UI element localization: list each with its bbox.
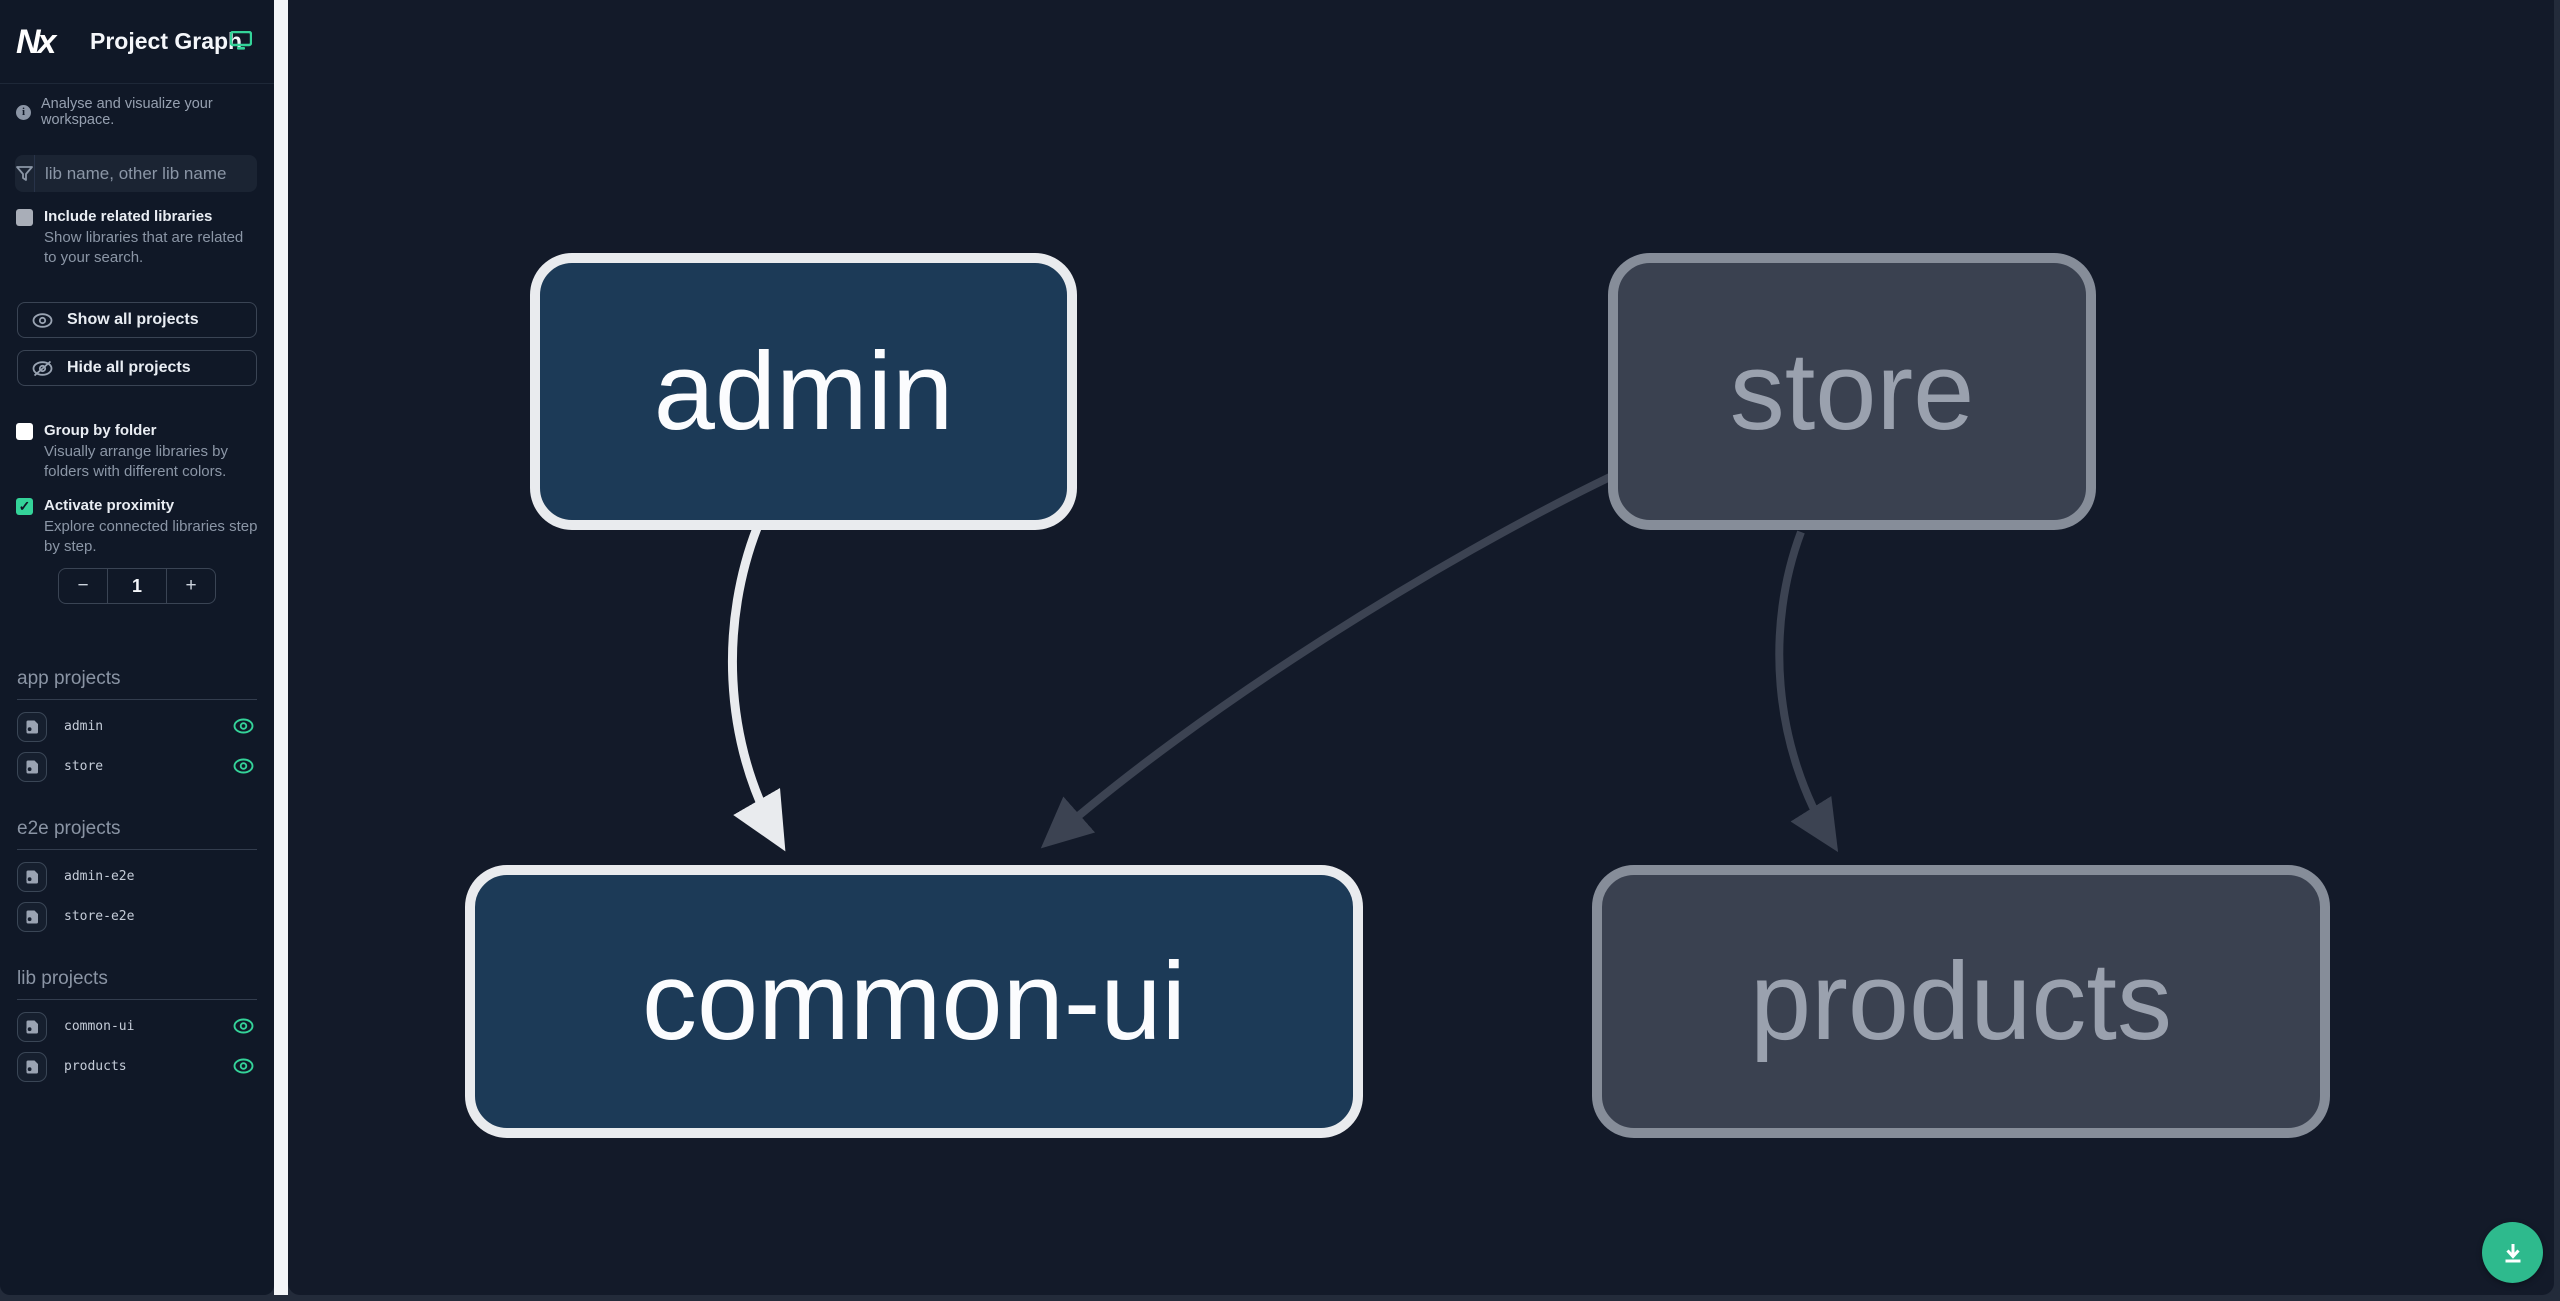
hide-all-projects-button[interactable]: Hide all projects bbox=[17, 350, 257, 386]
node-label: products bbox=[1750, 940, 2172, 1063]
download-icon bbox=[2505, 1243, 2520, 1262]
project-name: admin bbox=[64, 719, 104, 734]
sidebar-header: Nx Project Graph bbox=[0, 0, 274, 84]
option-include-related: Include related libraries Show libraries… bbox=[16, 207, 260, 267]
graph-node-common-ui[interactable]: common-ui bbox=[465, 865, 1363, 1138]
project-visible-eye-icon[interactable] bbox=[233, 1058, 254, 1079]
focus-project-icon[interactable] bbox=[17, 752, 47, 782]
project-row-products: products bbox=[17, 1052, 257, 1082]
node-label: common-ui bbox=[641, 940, 1187, 1063]
option-group-by-folder: Group by folder Visually arrange librari… bbox=[16, 421, 260, 481]
info-icon: i bbox=[16, 104, 31, 120]
project-row-common-ui: common-ui bbox=[17, 1012, 257, 1042]
project-visible-eye-icon[interactable] bbox=[233, 1018, 254, 1039]
page-title: Project Graph bbox=[90, 28, 243, 54]
project-row-admin: admin bbox=[17, 712, 257, 742]
graph-edges bbox=[728, 473, 1839, 853]
hide-all-projects-label: Hide all projects bbox=[67, 359, 191, 376]
project-name: common-ui bbox=[64, 1019, 135, 1034]
show-all-projects-label: Show all projects bbox=[67, 311, 199, 328]
activate-proximity-label: Activate proximity bbox=[44, 497, 175, 514]
project-graph-canvas[interactable]: admin store common-ui products bbox=[288, 0, 2554, 1295]
graph-node-store[interactable]: store bbox=[1608, 253, 2096, 530]
group-by-folder-desc: Visually arrange libraries by folders wi… bbox=[44, 443, 228, 480]
focus-project-icon[interactable] bbox=[17, 1012, 47, 1042]
proximity-stepper: − 1 + bbox=[58, 568, 216, 604]
eye-icon bbox=[32, 312, 53, 328]
focus-project-icon[interactable] bbox=[17, 862, 47, 892]
focus-project-icon[interactable] bbox=[17, 902, 47, 932]
graph-node-products[interactable]: products bbox=[1592, 865, 2330, 1138]
include-related-label: Include related libraries bbox=[44, 208, 213, 225]
nx-logo-icon: Nx bbox=[16, 23, 56, 61]
group-by-folder-label: Group by folder bbox=[44, 422, 157, 439]
tagline-text: Analyse and visualize your workspace. bbox=[41, 96, 213, 128]
project-name: store-e2e bbox=[64, 909, 135, 924]
project-visible-eye-icon[interactable] bbox=[233, 758, 254, 779]
edge-store-products bbox=[1775, 530, 1839, 853]
proximity-value: 1 bbox=[107, 569, 167, 603]
section-title-e2e-projects: e2e projects bbox=[17, 818, 257, 850]
activate-proximity-desc: Explore connected libraries step by step… bbox=[44, 518, 258, 555]
download-image-button[interactable] bbox=[2482, 1222, 2543, 1283]
project-row-store-e2e: store-e2e bbox=[17, 902, 257, 932]
proximity-decrement-button[interactable]: − bbox=[59, 569, 107, 603]
project-name: products bbox=[64, 1059, 127, 1074]
include-related-desc: Show libraries that are related to your … bbox=[44, 229, 244, 266]
node-label: store bbox=[1729, 330, 1975, 453]
activate-proximity-checkbox[interactable]: ✓ bbox=[16, 498, 33, 515]
edge-store-common-ui bbox=[1040, 473, 1612, 849]
monitor-icon bbox=[229, 30, 253, 56]
project-row-admin-e2e: admin-e2e bbox=[17, 862, 257, 892]
graph-node-admin[interactable]: admin bbox=[530, 253, 1077, 530]
section-title-app-projects: app projects bbox=[17, 668, 257, 700]
project-name: store bbox=[64, 759, 104, 774]
project-row-store: store bbox=[17, 752, 257, 782]
funnel-icon bbox=[15, 155, 35, 192]
include-related-checkbox[interactable] bbox=[16, 209, 33, 226]
focus-project-icon[interactable] bbox=[17, 1052, 47, 1082]
group-by-folder-checkbox[interactable] bbox=[16, 423, 33, 440]
project-visible-eye-icon[interactable] bbox=[233, 718, 254, 739]
focus-project-icon[interactable] bbox=[17, 712, 47, 742]
filter-box bbox=[15, 155, 276, 192]
panel-divider bbox=[274, 0, 288, 1295]
proximity-increment-button[interactable]: + bbox=[167, 569, 215, 603]
show-all-projects-button[interactable]: Show all projects bbox=[17, 302, 257, 338]
section-title-lib-projects: lib projects bbox=[17, 968, 257, 1000]
option-activate-proximity: ✓ Activate proximity Explore connected l… bbox=[16, 496, 260, 556]
node-label: admin bbox=[653, 330, 954, 453]
sidebar: Nx Project Graph i Analyse and visualize… bbox=[0, 0, 276, 1295]
eye-off-icon bbox=[32, 360, 53, 376]
filter-input[interactable] bbox=[35, 155, 276, 192]
edge-admin-common-ui bbox=[728, 526, 786, 852]
project-name: admin-e2e bbox=[64, 869, 135, 884]
